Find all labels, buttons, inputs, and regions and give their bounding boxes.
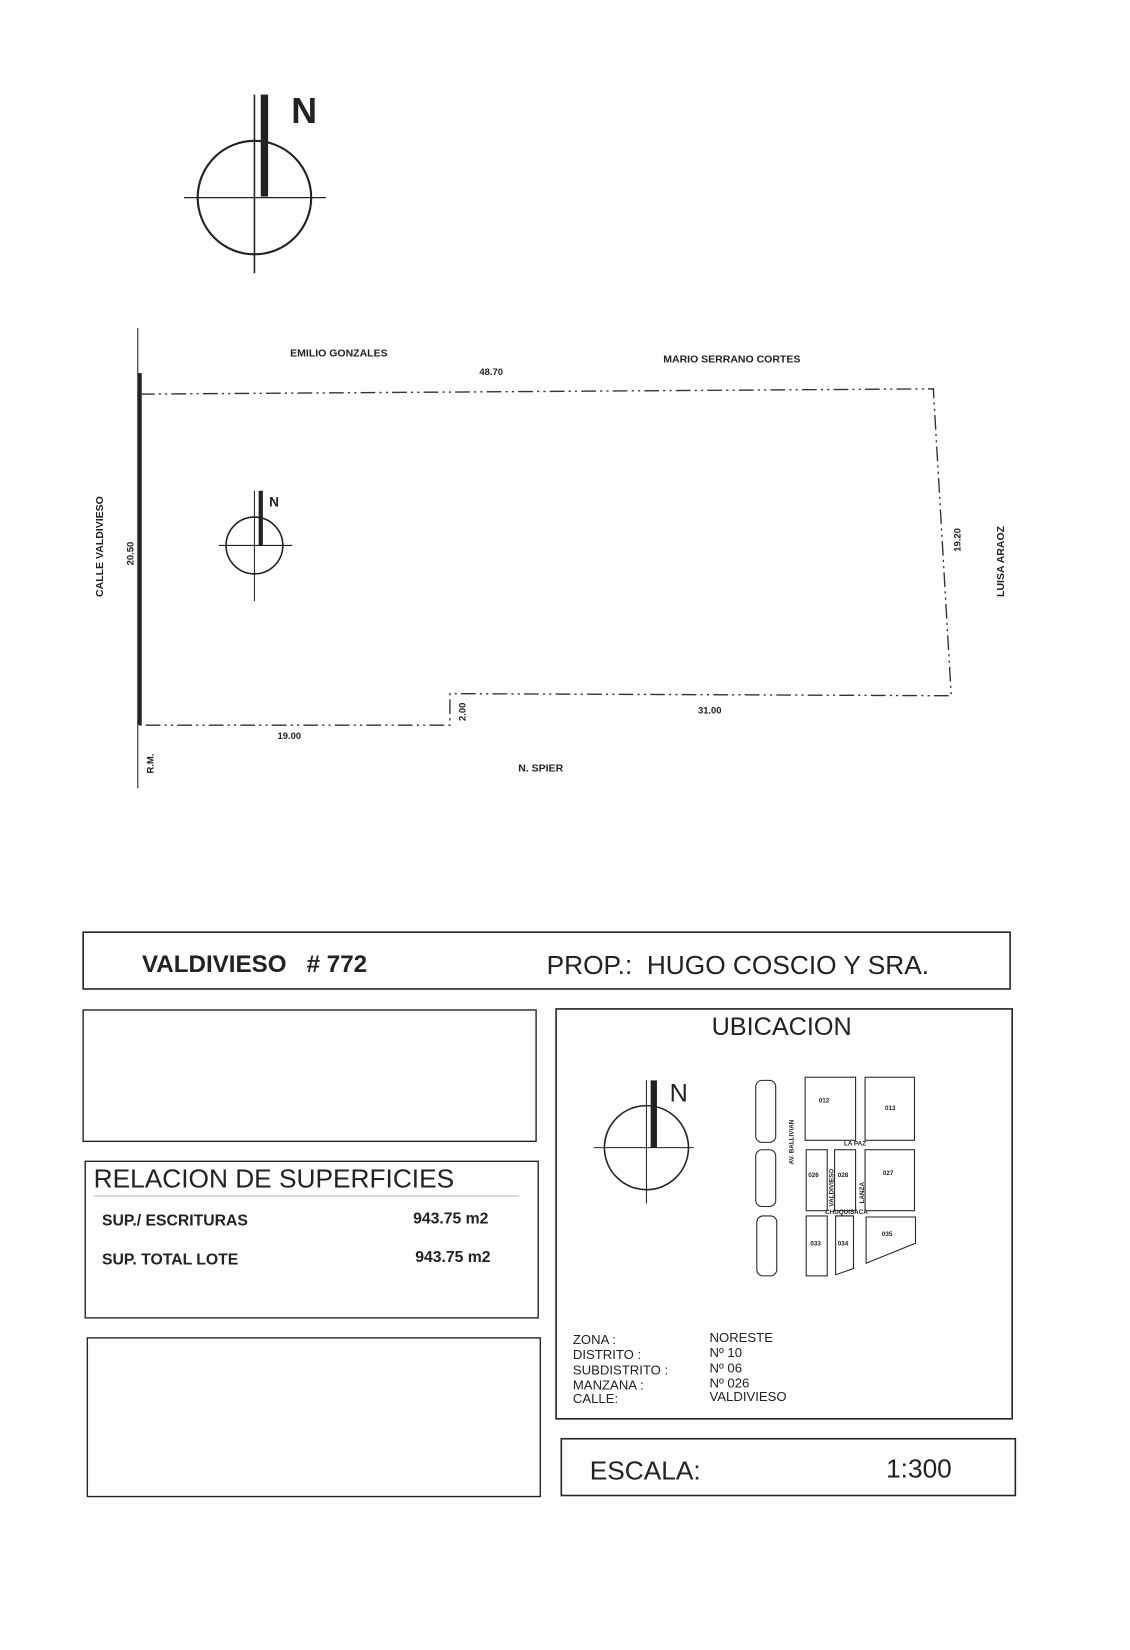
street-label: LANZA — [859, 1182, 866, 1204]
length-west: 20.50 — [126, 542, 137, 566]
sup-escrituras-label: SUP./ ESCRITURAS — [102, 1212, 248, 1229]
rm-label: R.M. — [146, 754, 157, 774]
ubicacion-box: UBICACION N 012 013 026 028 027 033 — [555, 1008, 1013, 1420]
manzana-label: MANZANA : — [573, 1377, 644, 1392]
street-west: CALLE VALDIVIESO — [94, 496, 106, 597]
neighbor-north-right: MARIO SERRANO CORTES — [663, 354, 800, 366]
superficies-box: RELACION DE SUPERFICIES SUP./ ESCRITURAS… — [84, 1160, 539, 1319]
ubicacion-title: UBICACION — [712, 1013, 852, 1041]
address-label: VALDIVIESO # 772 — [142, 951, 367, 978]
length-east: 19.20 — [953, 528, 964, 552]
north-arrow-icon: N — [184, 91, 326, 274]
distrito-value: Nº 10 — [710, 1345, 743, 1360]
block-label: 026 — [808, 1172, 819, 1179]
neighbor-north-left: EMILIO GONZALES — [290, 347, 387, 359]
street-label: LA PAZ — [844, 1141, 866, 1148]
zona-label: ZONA : — [573, 1332, 616, 1347]
superficies-title: RELACION DE SUPERFICIES — [94, 1164, 455, 1194]
length-south-left: 19.00 — [278, 731, 302, 742]
distrito-label: DISTRITO : — [573, 1347, 641, 1362]
escala-value: 1:300 — [886, 1454, 952, 1484]
subdistrito-value: Nº 06 — [710, 1361, 743, 1376]
escala-box: ESCALA: 1:300 — [560, 1437, 1017, 1497]
subdistrito-label: SUBDISTRITO : — [573, 1363, 668, 1378]
blank-box-top — [82, 1009, 537, 1143]
neighbor-east: LUISA ARAOZ — [995, 525, 1007, 597]
north-label-small: N — [269, 495, 279, 510]
street-label: VALDIVIESO — [829, 1169, 836, 1207]
north-label: N — [291, 91, 317, 131]
calle-value: VALDIVIESO — [710, 1389, 787, 1404]
calle-label: CALLE: — [573, 1391, 618, 1406]
street-label: CHUQUISACA — [825, 1209, 868, 1216]
block-label: 027 — [883, 1170, 894, 1177]
zona-value: NORESTE — [710, 1330, 774, 1345]
block-label: 034 — [838, 1240, 849, 1247]
location-info: ZONA : NORESTE DISTRITO : Nº 10 SUBDISTR… — [573, 1330, 787, 1406]
length-north: 48.70 — [479, 367, 503, 378]
sup-escrituras-value: 943.75 m2 — [413, 1210, 489, 1227]
manzana-value: Nº 026 — [710, 1375, 750, 1390]
escala-label: ESCALA: — [590, 1456, 701, 1486]
neighbor-south: N. SPIER — [518, 762, 563, 774]
lot-boundary — [137, 327, 952, 789]
length-south-right: 31.00 — [698, 706, 722, 717]
street-label: AV. BALLIVIAN — [789, 1119, 796, 1164]
sup-total-value: 943.75 m2 — [415, 1249, 491, 1266]
location-map: 012 013 026 028 027 033 034 035 AV. BALL… — [755, 1076, 917, 1277]
ubicacion-north-arrow-icon: N — [593, 1079, 694, 1204]
block-label: 028 — [838, 1172, 849, 1179]
block-label: 035 — [882, 1231, 893, 1238]
north-label-ubicacion: N — [670, 1079, 688, 1107]
length-south-step: 2.00 — [458, 703, 469, 721]
blank-box-bottom — [86, 1337, 541, 1498]
owner-label: PROP.: HUGO COSCIO Y SRA. — [547, 950, 929, 980]
block-label: 012 — [819, 1097, 830, 1104]
small-north-arrow-icon: N — [218, 490, 293, 602]
block-label: 013 — [885, 1105, 896, 1112]
sup-total-label: SUP. TOTAL LOTE — [102, 1251, 238, 1268]
block-label: 033 — [810, 1240, 821, 1247]
